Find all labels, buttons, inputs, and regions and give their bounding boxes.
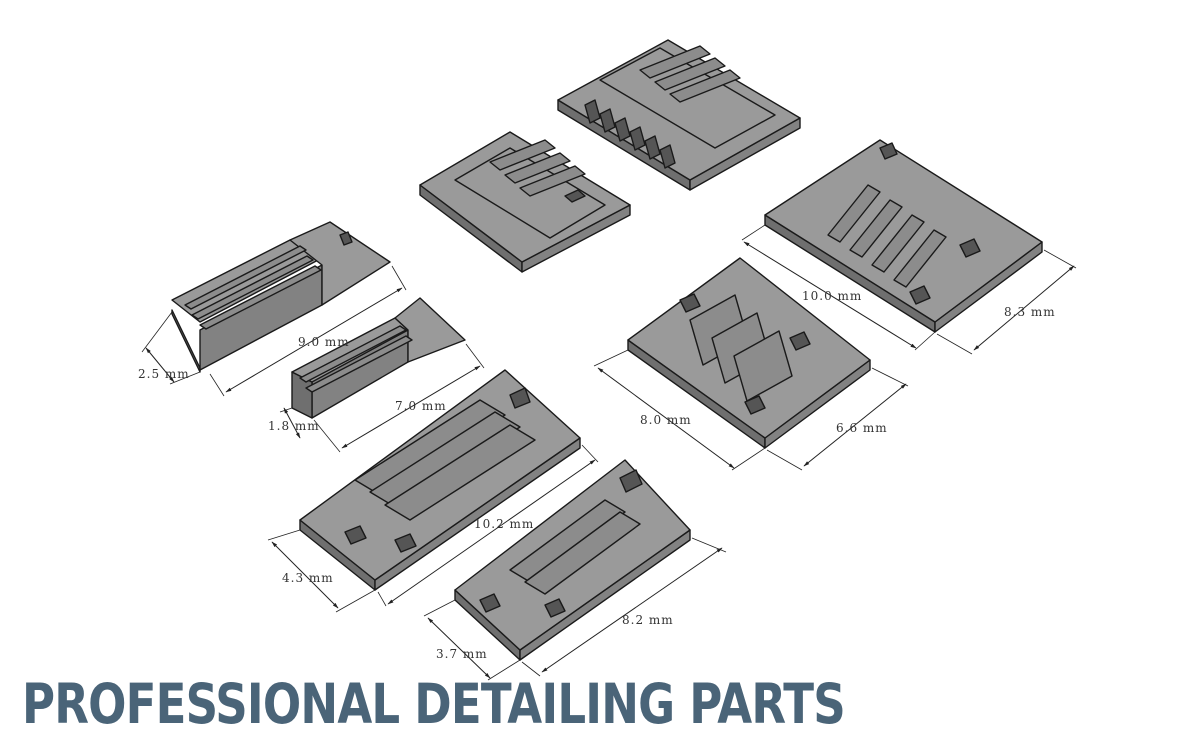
dim-label-2-5: 2.5 mm: [138, 367, 190, 381]
dimension-1-8: 1.8 mm: [268, 407, 320, 439]
dim-label-4-3: 4.3 mm: [282, 571, 334, 585]
dimension-6-6: 6.6 mm: [766, 367, 909, 471]
dimension-8-2: 8.2 mm: [521, 537, 727, 677]
dim-label-10-0: 10.0 mm: [802, 289, 862, 303]
dim-label-6-6: 6.6 mm: [836, 421, 888, 435]
dimension-8-0: 8.0 mm: [593, 349, 766, 471]
dimension-10-2: 10.2 mm: [377, 444, 599, 607]
dim-label-9-0: 9.0 mm: [298, 335, 350, 349]
dimension-10-0: 10.0 mm: [741, 224, 936, 351]
dim-label-8-3: 8.3 mm: [1004, 305, 1056, 319]
dimension-9-0: 9.0 mm: [209, 265, 407, 397]
part-right-large: [764, 139, 1043, 333]
dim-label-7-0: 7.0 mm: [395, 399, 447, 413]
part-top-center-large: [557, 39, 801, 191]
banner-title: PROFESSIONAL DETAILING PARTS: [22, 672, 846, 736]
dim-label-8-0: 8.0 mm: [640, 413, 692, 427]
dimension-7-0: 7.0 mm: [313, 343, 485, 453]
dim-label-3-7: 3.7 mm: [436, 647, 488, 661]
part-upper-middle: [419, 131, 631, 273]
dimension-8-3: 8.3 mm: [936, 249, 1077, 355]
dim-label-1-8: 1.8 mm: [268, 419, 320, 433]
dimension-2-5: 2.5 mm: [138, 311, 201, 385]
dim-label-8-2: 8.2 mm: [622, 613, 674, 627]
dimension-3-7: 3.7 mm: [423, 599, 521, 681]
dimension-4-3: 4.3 mm: [267, 529, 376, 613]
dim-label-10-2: 10.2 mm: [474, 517, 534, 531]
